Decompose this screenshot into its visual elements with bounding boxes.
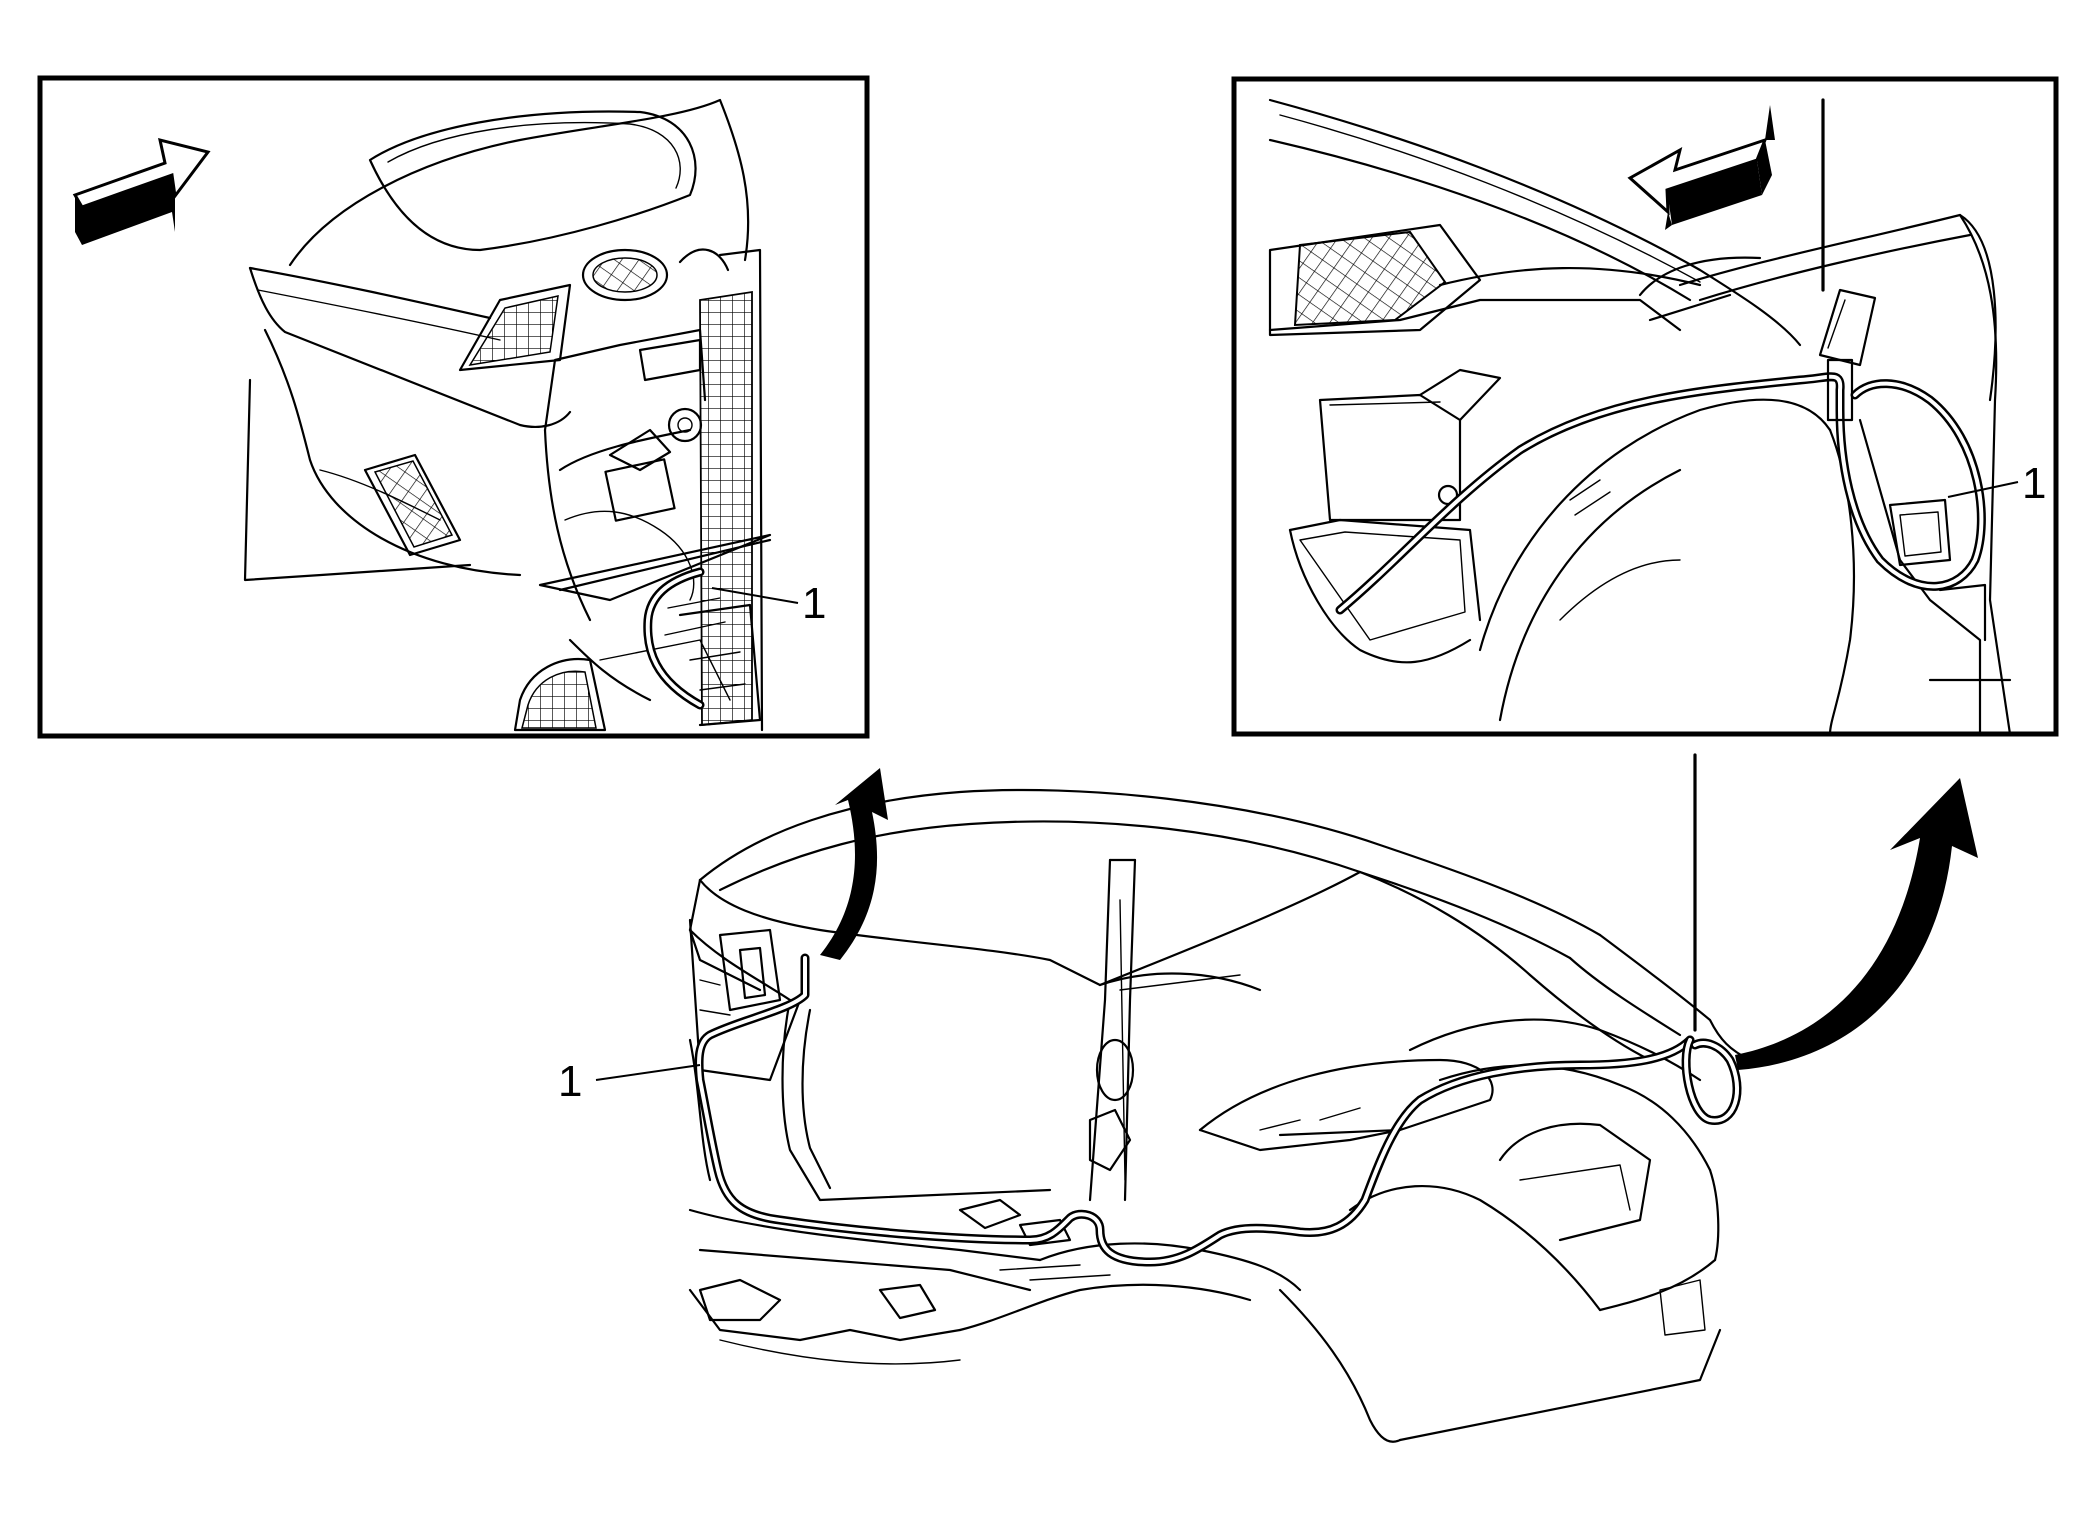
main-vehicle-view: 1 (558, 753, 1978, 1443)
speaker-grille (581, 248, 669, 302)
direction-arrow-icon (72, 137, 211, 245)
wiring-harness-right-inset (1335, 358, 1986, 615)
vent-center (458, 283, 572, 372)
electronic-module-box (1318, 368, 1502, 522)
left-inset-panel: 1 (37, 75, 870, 739)
vent-lower-left (513, 657, 607, 732)
wiring-harness-main-view (694, 953, 1742, 1267)
curved-arrow-to-right-inset (1735, 778, 1978, 1070)
curved-arrow-to-left-inset (820, 768, 888, 960)
vent-grille-left (363, 453, 462, 557)
callout-number-right-inset: 1 (2022, 459, 2046, 508)
wiring-harness-left-inset (643, 567, 726, 710)
callout-number-main-view: 1 (558, 1057, 582, 1106)
callout-leader-left-inset (711, 587, 799, 604)
right-inset-panel: 1 (1231, 76, 2059, 737)
direction-arrow-icon (1627, 105, 1775, 230)
callout-number-left-inset: 1 (802, 579, 826, 628)
deck-speaker-grille (1293, 230, 1447, 327)
callout-leader-right-inset (1947, 481, 2019, 498)
callout-leader-main-view (595, 1064, 701, 1081)
